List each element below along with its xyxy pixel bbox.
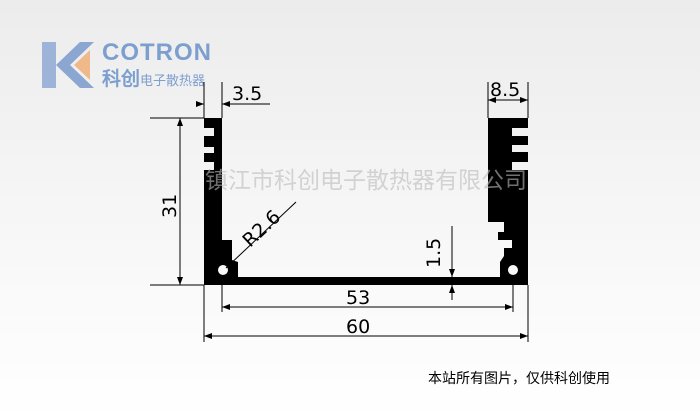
dim-radius: R2.6: [238, 206, 285, 252]
dim-inner-width: 53: [346, 287, 370, 309]
dim-right-wall: 8.5: [490, 79, 520, 101]
logo-brand-cn-text: 科创: [102, 69, 141, 90]
cotron-logo: COTRON 科创电子散热器: [40, 39, 230, 91]
dim-left-wall: 3.5: [232, 83, 262, 105]
dim-outer-width: 60: [346, 316, 370, 338]
dim-base-thickness: 1.5: [423, 238, 445, 268]
dim-height: 31: [159, 194, 181, 218]
footer-notice: 本站所有图片，仅供科创使用: [428, 370, 610, 386]
logo-brand-en: COTRON: [102, 39, 212, 66]
logo-brand-cn: 科创电子散热器: [102, 64, 205, 91]
logo-tagline: 电子散热器: [140, 73, 206, 88]
logo-k-icon: [42, 42, 94, 88]
heatsink-profile: [204, 118, 528, 285]
watermark: 镇江市科创电子散热器有限公司: [205, 168, 527, 194]
dimension-arrows: [177, 97, 528, 339]
